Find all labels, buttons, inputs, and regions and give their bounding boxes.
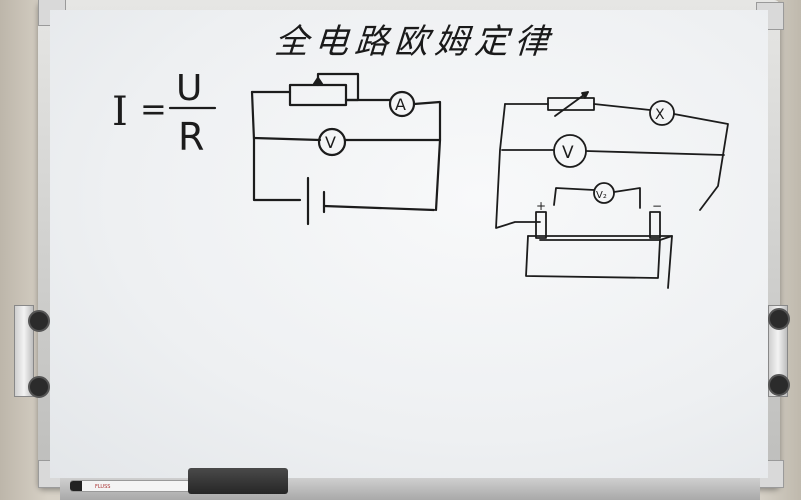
ammeter-1-label: A [395, 95, 406, 114]
voltmeter-2-label: V [562, 143, 574, 163]
whiteboard-eraser[interactable] [188, 468, 288, 494]
circuit-diagram-2: X V V₂ + − [495, 91, 729, 289]
electrode-plus: + [536, 199, 546, 213]
stand-left [14, 305, 34, 397]
cell-container [525, 235, 661, 279]
stand-knob-right-top [768, 308, 790, 330]
stand-knob-right-bottom [768, 374, 790, 396]
rheostat-slider-1 [316, 72, 360, 102]
inner-voltmeter-2 [593, 182, 615, 204]
frame-corner-top-right [756, 2, 784, 30]
stand-knob-left-top [28, 310, 50, 332]
formula-denominator: R [178, 115, 204, 159]
inner-voltmeter-2-label: V₂ [596, 190, 607, 201]
electrode-positive [535, 211, 547, 239]
stand-knob-left-bottom [28, 376, 50, 398]
formula-lhs: I [112, 89, 128, 135]
electrode-negative [649, 211, 661, 239]
formula-numerator: U [176, 68, 202, 109]
rheostat-1 [288, 83, 348, 107]
electrode-minus: − [652, 199, 662, 213]
lamp-2 [649, 100, 675, 126]
whiteboard-surface [50, 10, 768, 478]
marker-pen[interactable]: FLUSS [70, 480, 190, 492]
marker-cap [70, 481, 82, 491]
voltmeter-1 [317, 127, 347, 157]
formula-equals: = [140, 90, 167, 128]
lamp-2-label: X [655, 107, 665, 123]
circuit-diagram-1: A V [250, 72, 442, 226]
voltmeter-1-label: V [325, 133, 336, 152]
